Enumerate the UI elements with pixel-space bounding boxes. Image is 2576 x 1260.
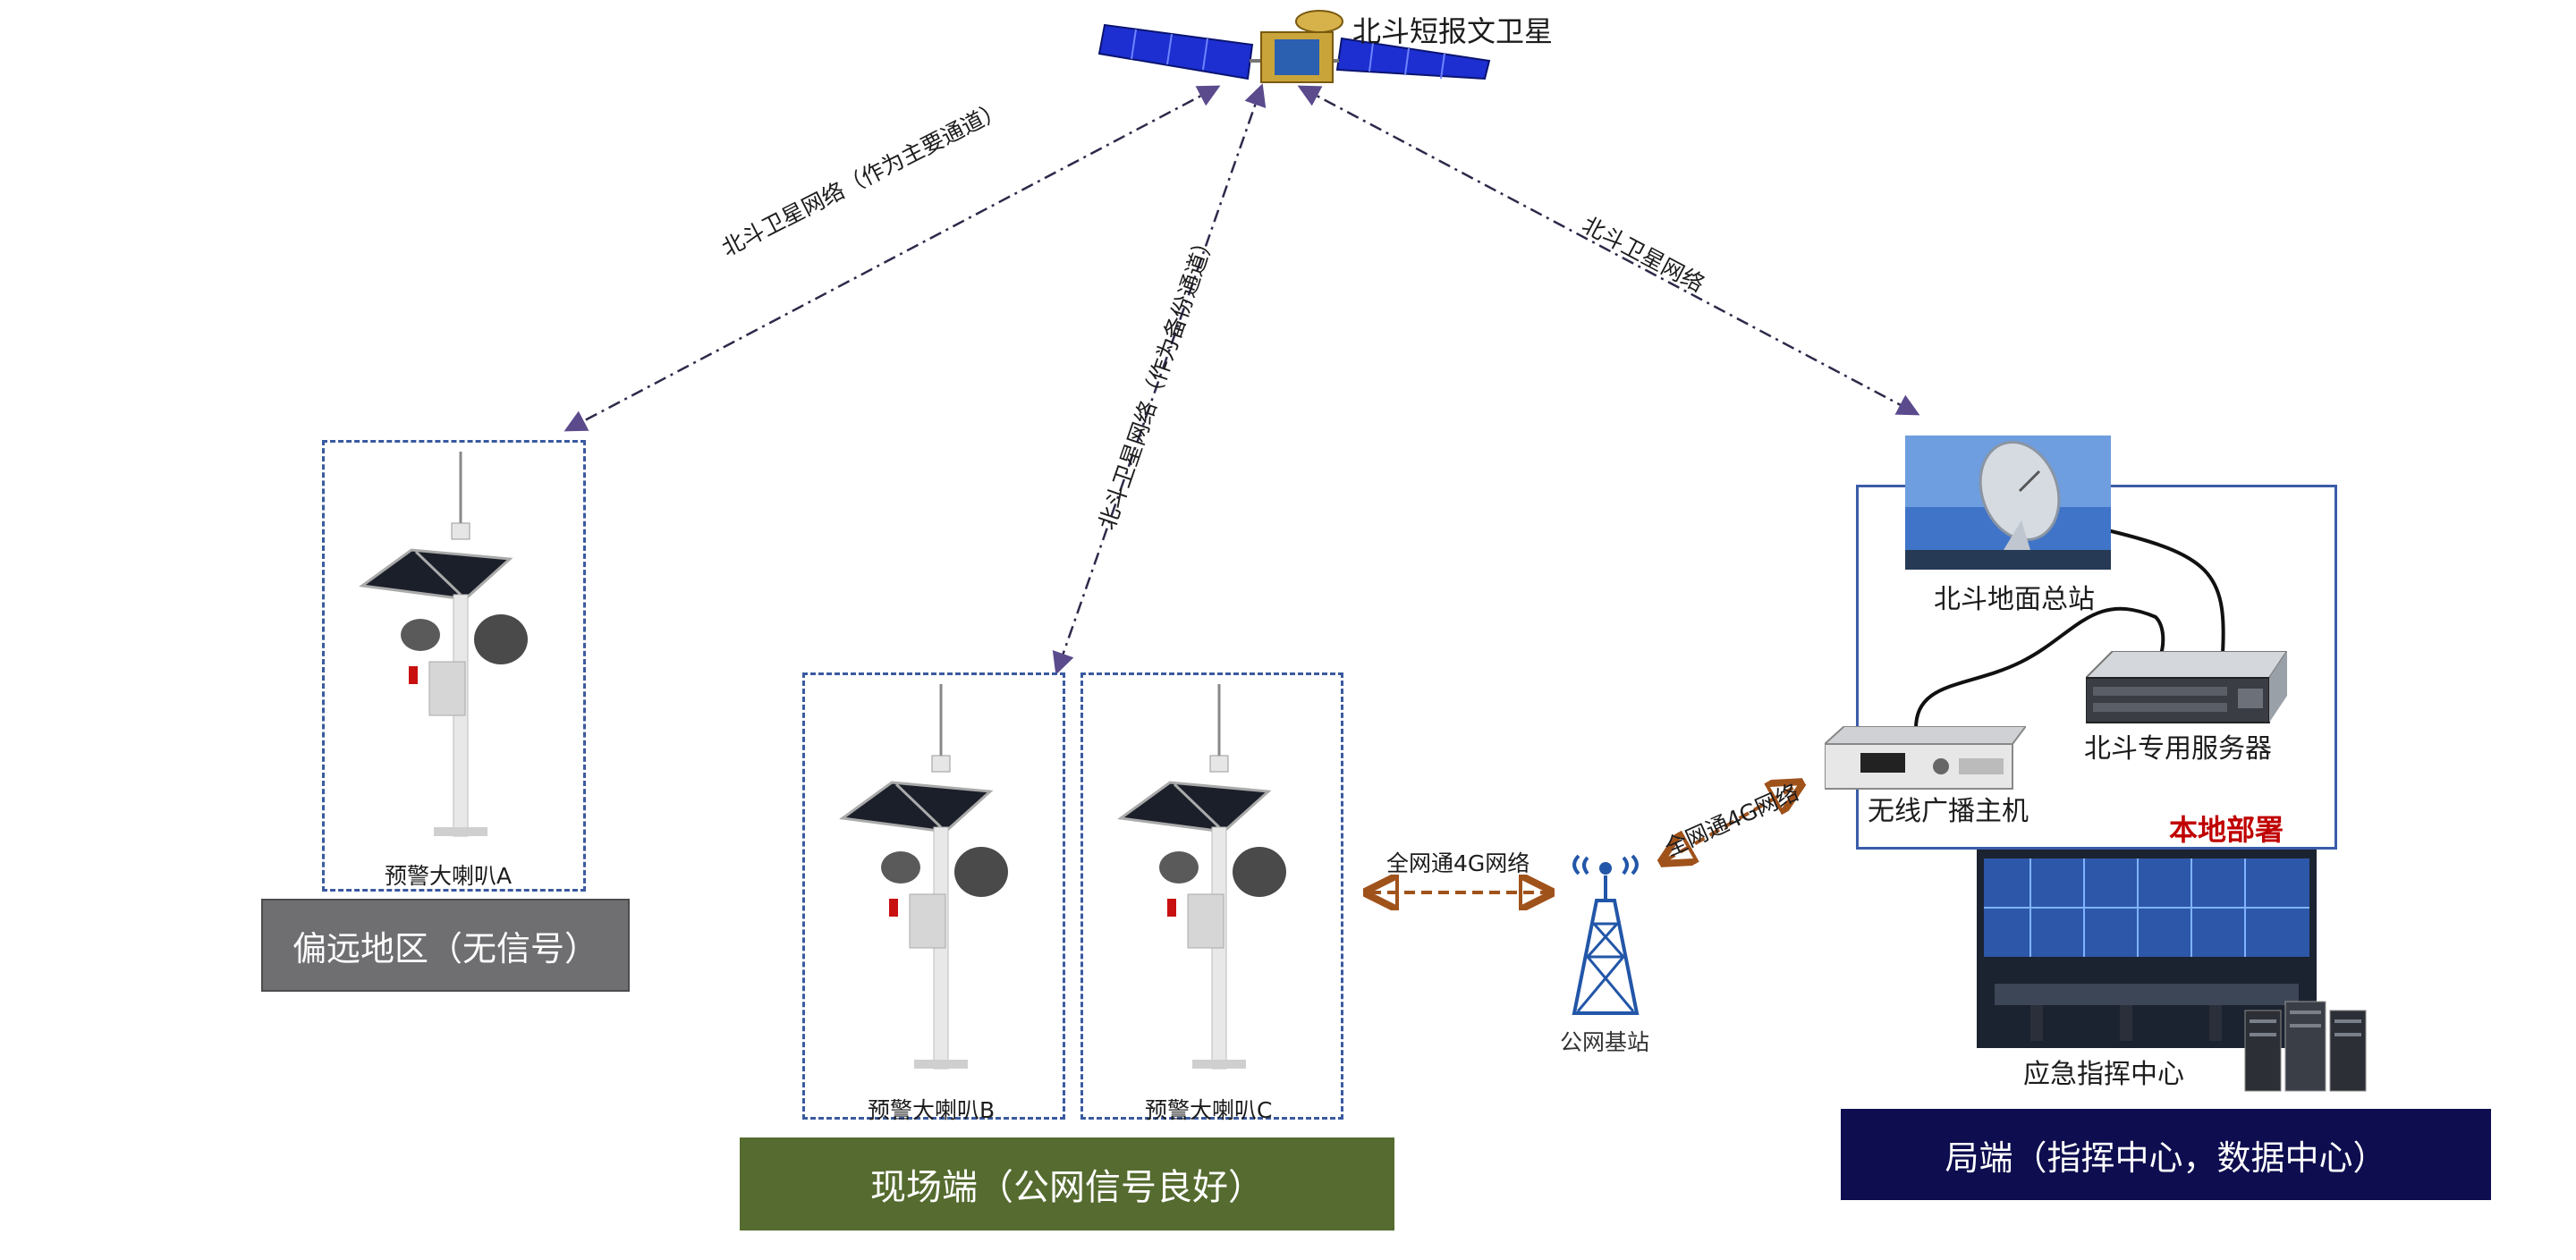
- local-deploy-label: 本地部署: [2169, 813, 2284, 847]
- server-rack-icon: [2244, 1001, 2367, 1092]
- broadcast-host-icon: [1825, 726, 2026, 790]
- link-sat-to-a: [564, 85, 1221, 432]
- server-label: 北斗专用服务器: [2084, 733, 2272, 765]
- link-label-field-to-tower: 全网通4G网络: [1386, 850, 1530, 876]
- ground-station-label: 北斗地面总站: [1934, 584, 2095, 615]
- siren-device-a-icon: [359, 452, 528, 837]
- cable-ground-to-server: [2103, 528, 2225, 654]
- cell-tower-icon: [1572, 854, 1640, 1015]
- broadcast-host-label: 无线广播主机: [1868, 796, 2029, 827]
- field-region-banner: 现场端（公网信号良好）: [740, 1137, 1394, 1230]
- command-region-banner: 局端（指挥中心，数据中心）: [1841, 1109, 2491, 1200]
- siren-device-b-icon: [839, 684, 1008, 1070]
- cable-server-to-host: [1913, 606, 2165, 732]
- tower-label: 公网基站: [1560, 1029, 1650, 1055]
- server-icon: [2086, 651, 2287, 723]
- field-device-b-frame: [802, 672, 1065, 1120]
- remote-device-frame: [322, 440, 586, 892]
- satellite-icon: [1097, 10, 1491, 83]
- satellite-label: 北斗短报文卫星: [1352, 14, 1554, 48]
- remote-region-banner: 偏远地区（无信号）: [261, 899, 630, 992]
- command-center-label: 应急指挥中心: [2023, 1059, 2184, 1090]
- link-tower-to-host: [1665, 785, 1798, 860]
- siren-device-c-icon: [1117, 684, 1286, 1070]
- link-sat-to-ground: [1297, 85, 1920, 416]
- device-c-label: 预警大喇叭C: [1145, 1097, 1273, 1123]
- device-a-label: 预警大喇叭A: [385, 863, 513, 889]
- ground-station-dish-icon: [1905, 436, 2111, 570]
- device-b-label: 预警大喇叭B: [868, 1097, 996, 1123]
- field-device-c-frame: [1080, 672, 1343, 1120]
